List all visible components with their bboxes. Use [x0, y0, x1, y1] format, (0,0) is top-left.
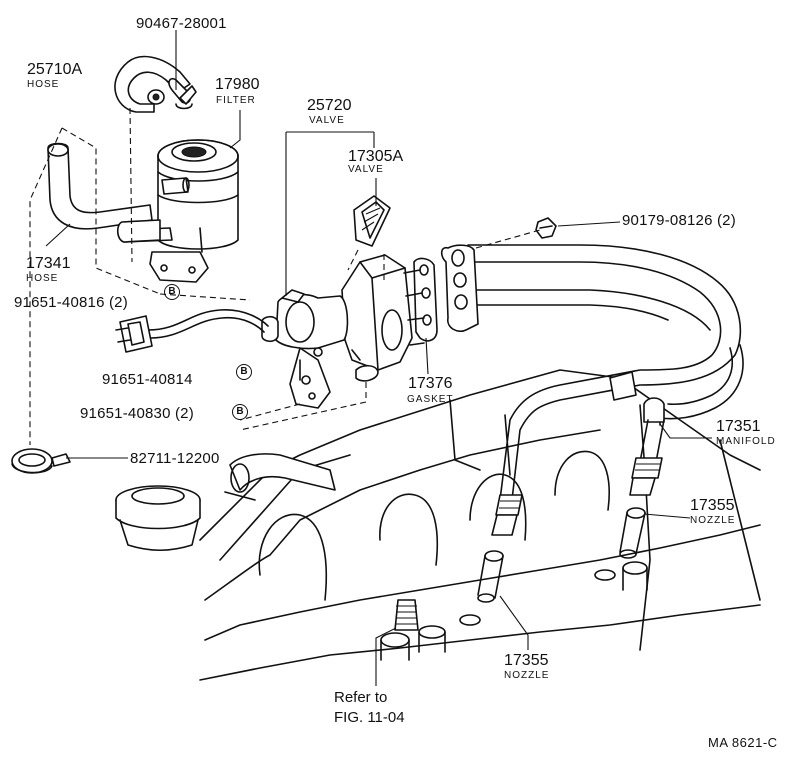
- clamp-82711: [11, 448, 71, 474]
- part-number-91651-40816: 91651-40816 (2): [14, 294, 128, 311]
- part-number-91651-40830: 91651-40830 (2): [80, 405, 194, 422]
- part-number-91651-40814: 91651-40814: [102, 371, 193, 388]
- bolt-marker-b: B: [164, 284, 180, 300]
- part-name-valve-17305a: VALVE: [348, 164, 384, 175]
- nozzle-bottom: [477, 550, 504, 603]
- hose-25710a: [114, 55, 191, 113]
- assembly-lines: [29, 107, 541, 445]
- cylinder-head: [199, 369, 761, 681]
- part-name-valve-25720: VALVE: [309, 115, 345, 126]
- part-number-90467-28001: 90467-28001: [136, 15, 227, 32]
- part-number-90179-08126: 90179-08126 (2): [622, 212, 736, 229]
- spark-plug: [394, 599, 419, 631]
- air-manifold: [440, 244, 744, 536]
- reed-valve: [353, 195, 391, 247]
- hose-clamp: [168, 77, 197, 110]
- part-number-17376: 17376: [408, 375, 453, 392]
- bolt-group: [301, 347, 323, 385]
- air-valve: [261, 254, 425, 409]
- vacuum-hose: [115, 309, 269, 353]
- reference-line-2: FIG. 11-04: [334, 709, 405, 726]
- part-name-nozzle-bottom: NOZZLE: [504, 670, 550, 681]
- bolt-marker-b: B: [236, 364, 252, 380]
- part-name-filter: FILTER: [216, 95, 256, 106]
- figure-code: MA 8621-C: [708, 735, 778, 750]
- reference-line-1: Refer to: [334, 689, 388, 706]
- part-number-17351: 17351: [716, 418, 761, 435]
- part-name-hose-25710a: HOSE: [27, 79, 60, 90]
- part-number-82711-12200: 82711-12200: [130, 450, 220, 467]
- part-number-17355-right: 17355: [690, 497, 735, 514]
- hose-17341: [47, 142, 161, 243]
- part-number-17341: 17341: [26, 255, 71, 272]
- nozzle-right: [619, 507, 646, 559]
- bolt-marker-b: B: [232, 404, 248, 420]
- bolt-90179: [535, 217, 557, 239]
- part-number-17980: 17980: [215, 76, 260, 93]
- part-number-17305a: 17305A: [348, 148, 404, 165]
- part-name-nozzle-right: NOZZLE: [690, 515, 736, 526]
- part-name-hose-17341: HOSE: [26, 273, 59, 284]
- leader-lines: [45, 30, 712, 686]
- part-number-17355-bottom: 17355: [504, 652, 549, 669]
- oil-filler-cap: [115, 485, 201, 551]
- pcv-pipe: [224, 453, 336, 501]
- part-number-25720: 25720: [307, 97, 352, 114]
- part-name-gasket: GASKET: [407, 394, 454, 405]
- part-name-manifold: MANIFOLD: [716, 436, 776, 447]
- air-filter: [118, 139, 239, 283]
- part-number-25710a: 25710A: [27, 61, 83, 78]
